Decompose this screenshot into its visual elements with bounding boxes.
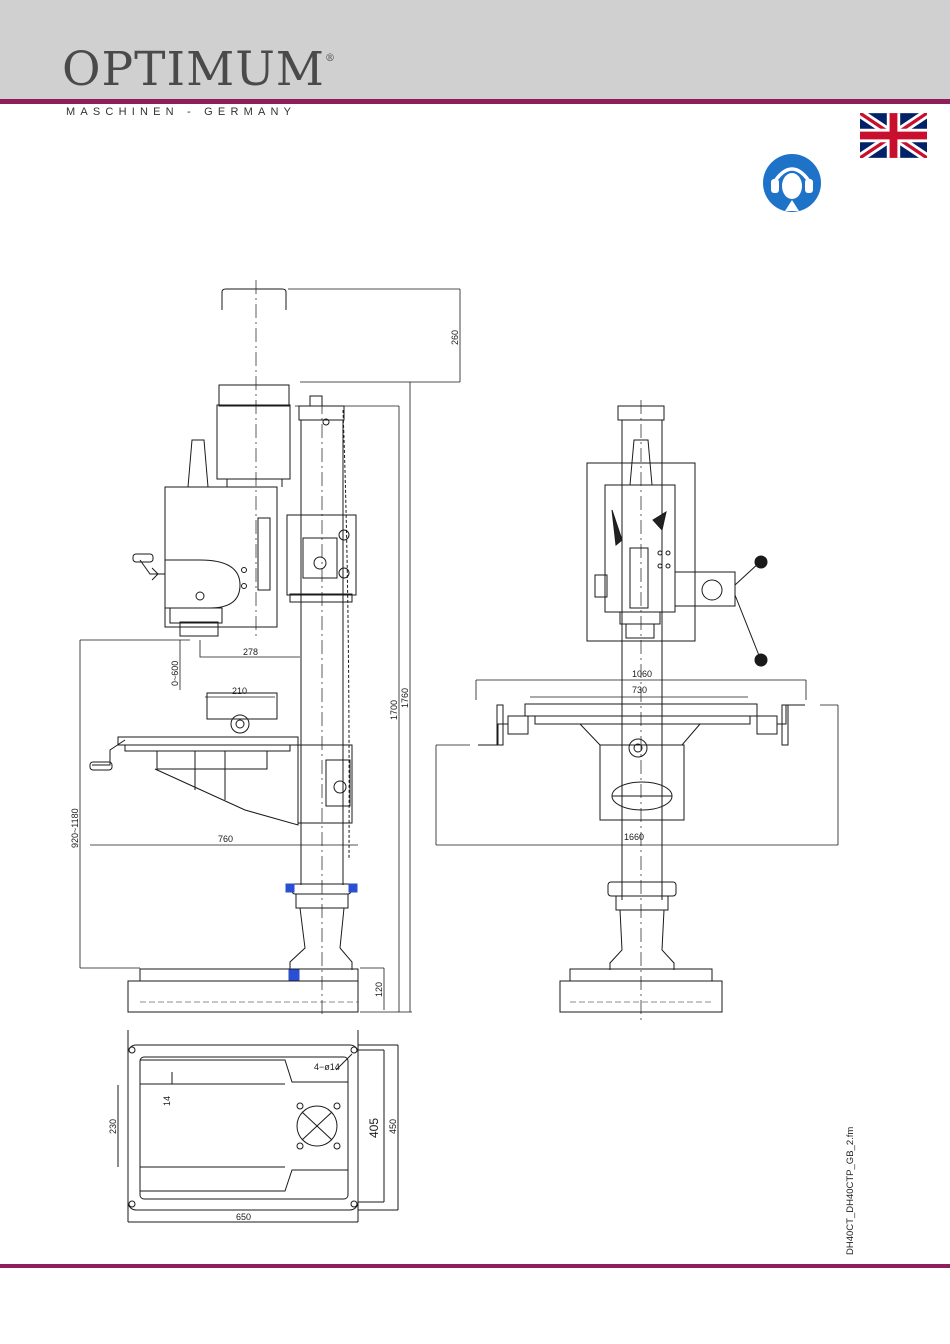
front-view <box>478 400 805 1020</box>
dim-table-depth: 210 <box>232 686 247 696</box>
dim-table-travel-outer: 1060 <box>632 669 652 679</box>
dim-base-slot: 14 <box>162 1096 172 1106</box>
dim-base-slot-spacing: 405 <box>367 1118 381 1138</box>
dim-base-height: 120 <box>374 982 384 997</box>
dim-mounting-holes: 4−ø14 <box>314 1062 340 1072</box>
base-plan-view <box>118 1030 398 1222</box>
dim-side-depth: 760 <box>218 834 233 844</box>
side-view <box>90 280 358 1015</box>
footer-accent-rule <box>0 1264 950 1268</box>
dim-top-clearance: 260 <box>450 330 460 345</box>
dim-table-height-range: 920~1180 <box>70 808 80 848</box>
dim-table-length: 730 <box>632 685 647 695</box>
dim-base-width: 650 <box>236 1212 251 1222</box>
dim-spindle-to-column: 278 <box>243 647 258 657</box>
dim-overall-height: 1760 <box>400 688 410 708</box>
file-name-label: DH40CT_DH40CTP_GB_2.fm <box>845 1127 856 1255</box>
side-dimension-lines <box>80 289 460 1012</box>
dim-base-inner-width: 230 <box>108 1119 118 1134</box>
dim-column-height: 1700 <box>389 700 399 720</box>
dim-overall-width: 1660 <box>624 832 644 842</box>
dim-base-depth: 450 <box>388 1119 398 1134</box>
dim-spindle-travel: 0~600 <box>170 661 180 686</box>
dimension-labels: 260 1700 1760 278 0~600 210 920~1180 760… <box>70 330 652 1222</box>
